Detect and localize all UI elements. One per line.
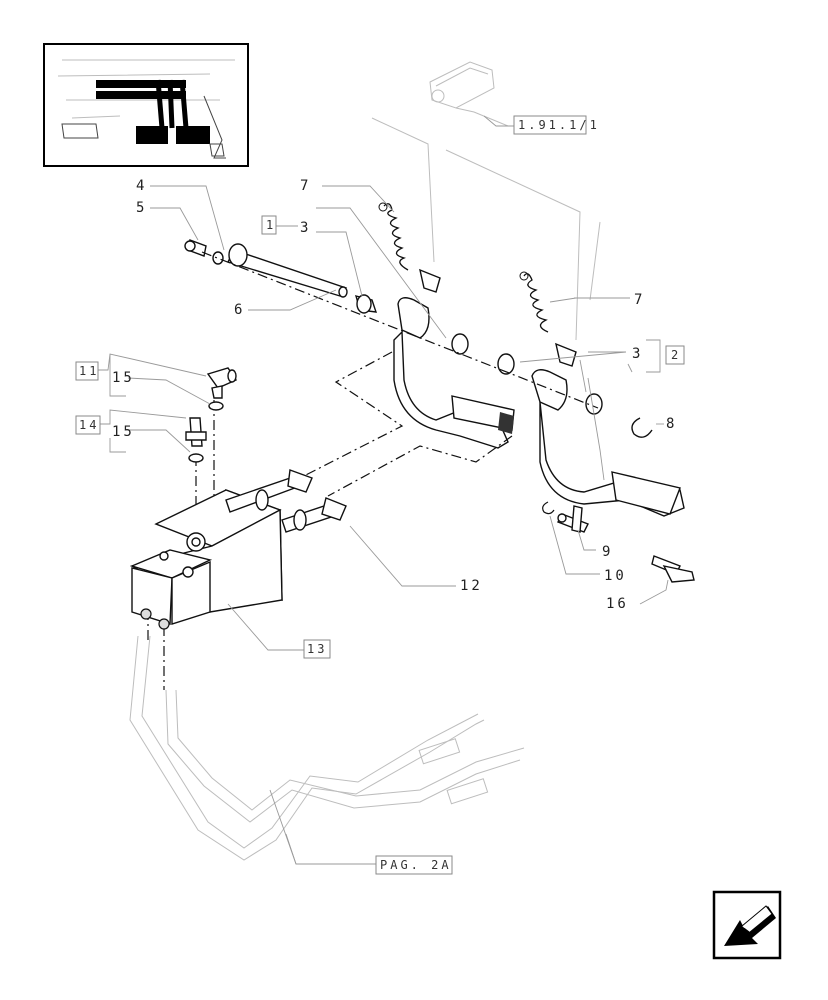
bushing-a: [354, 294, 378, 314]
location-inset: [43, 43, 249, 167]
boxed-callout-1: 1: [261, 215, 277, 235]
reference-link-pag[interactable]: PAG. 2A: [375, 855, 453, 875]
callout-12: 12: [460, 578, 483, 594]
callout-16: 16: [606, 596, 629, 612]
washer: [212, 251, 224, 265]
callout-3-left: 3: [300, 220, 311, 236]
circlip: [631, 417, 653, 438]
svg-text:13: 13: [307, 642, 327, 656]
callout-7-right: 7: [634, 292, 645, 308]
callout-9: 9: [602, 544, 613, 560]
pedal-left: [393, 268, 515, 449]
pedal-right: [531, 342, 685, 517]
boxed-callout-13: 13: [303, 639, 331, 659]
svg-text:1.91.1/1: 1.91.1/1: [518, 118, 600, 132]
brake-pipes-ghost: [129, 635, 525, 861]
callout-3-right: 3: [632, 346, 643, 362]
leader-lines: [98, 115, 669, 865]
connector: [185, 417, 207, 447]
svg-text:PAG. 2A: PAG. 2A: [380, 858, 452, 872]
pin: [557, 505, 589, 533]
bushing-c: [497, 353, 515, 375]
master-cylinder: [129, 469, 347, 630]
bolt: [184, 239, 207, 257]
boxed-callout-2: 2: [665, 345, 685, 365]
callout-8: 8: [666, 416, 677, 432]
bushing-b: [451, 333, 469, 355]
svg-text:14: 14: [79, 418, 99, 432]
callout-15-upper: 15: [112, 370, 135, 386]
pedal-shaft: [227, 243, 348, 298]
seal-ring-lower: [188, 453, 204, 463]
reference-link-top[interactable]: 1.91.1/1: [513, 115, 600, 135]
seal-ring-upper: [208, 401, 224, 411]
callout-5: 5: [136, 200, 147, 216]
boxed-callout-14: 14: [75, 415, 101, 435]
back-arrow-icon[interactable]: [712, 890, 782, 960]
svg-text:2: 2: [671, 348, 681, 362]
callout-6: 6: [234, 302, 245, 318]
svg-text:1: 1: [266, 218, 276, 232]
callout-15-lower: 15: [112, 424, 135, 440]
boxed-callout-11: 11: [75, 361, 99, 381]
assembly-axis-lines: [147, 251, 599, 690]
reference-part-ghost: [429, 61, 516, 127]
callout-7-left: 7: [300, 178, 311, 194]
clevis-fork: [651, 555, 695, 583]
svg-text:11: 11: [79, 364, 99, 378]
callout-4: 4: [136, 178, 147, 194]
return-spring-right: [519, 271, 549, 333]
snap-ring: [542, 501, 555, 515]
elbow-fitting: [206, 367, 238, 399]
ghost-bracket-lines: [371, 117, 601, 341]
return-spring-left: [378, 202, 409, 271]
callout-10: 10: [604, 568, 627, 584]
